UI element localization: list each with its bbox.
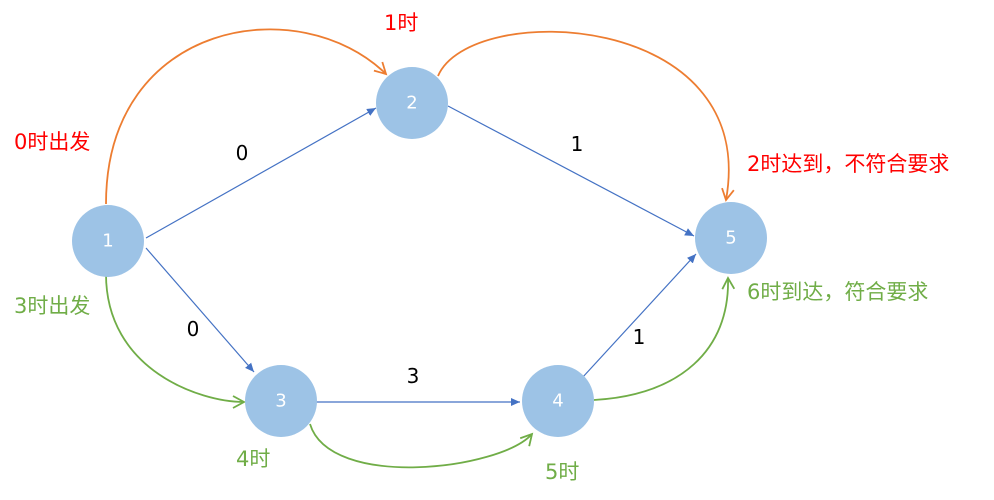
- edge-2-5: [447, 105, 695, 237]
- note-green-depart: 3时出发: [14, 294, 90, 318]
- edge-4-5: [581, 253, 697, 379]
- weight-3-4: 3: [407, 364, 420, 388]
- weight-1-3: 0: [187, 317, 200, 341]
- green-arc-1-3: [105, 273, 246, 409]
- node-4-label: 4: [552, 391, 563, 412]
- node-2-label: 2: [406, 93, 417, 114]
- node-3-label: 3: [275, 391, 286, 412]
- weight-1-2: 0: [236, 141, 249, 165]
- node-2: 2: [376, 67, 448, 139]
- node-5: 5: [695, 202, 767, 274]
- edge-1-2: [145, 107, 377, 239]
- graph-nodes: 1 2 3 4 5: [72, 67, 767, 437]
- orange-path: [105, 28, 735, 205]
- weight-2-5: 1: [571, 132, 584, 156]
- edge-1-3: [145, 247, 255, 373]
- orange-arc-1-2: [105, 28, 388, 205]
- note-orange-depart: 0时出发: [14, 130, 90, 154]
- node-4: 4: [522, 365, 594, 437]
- weight-4-5: 1: [633, 325, 646, 349]
- note-green-arrive: 6时到达，符合要求: [747, 280, 928, 304]
- green-arc-3-4: [309, 423, 534, 469]
- orange-arc-2-5: [437, 30, 735, 202]
- green-arc-4-5: [593, 276, 736, 401]
- graph-edges: [145, 105, 697, 406]
- node-5-label: 5: [725, 228, 736, 249]
- note-orange-arrive: 2时达到，不符合要求: [747, 152, 949, 176]
- note-orange-at-2: 1时: [384, 11, 418, 35]
- annotations: 0时出发 1时 2时达到，不符合要求 3时出发 4时 5时 6时到达，符合要求: [14, 11, 949, 484]
- note-green-at-4: 5时: [545, 460, 579, 484]
- green-path: [105, 273, 736, 469]
- edge-weights: 0 0 1 3 1: [187, 132, 646, 388]
- node-1-label: 1: [102, 231, 113, 252]
- note-green-at-3: 4时: [236, 447, 270, 471]
- node-1: 1: [72, 205, 144, 277]
- node-3: 3: [245, 365, 317, 437]
